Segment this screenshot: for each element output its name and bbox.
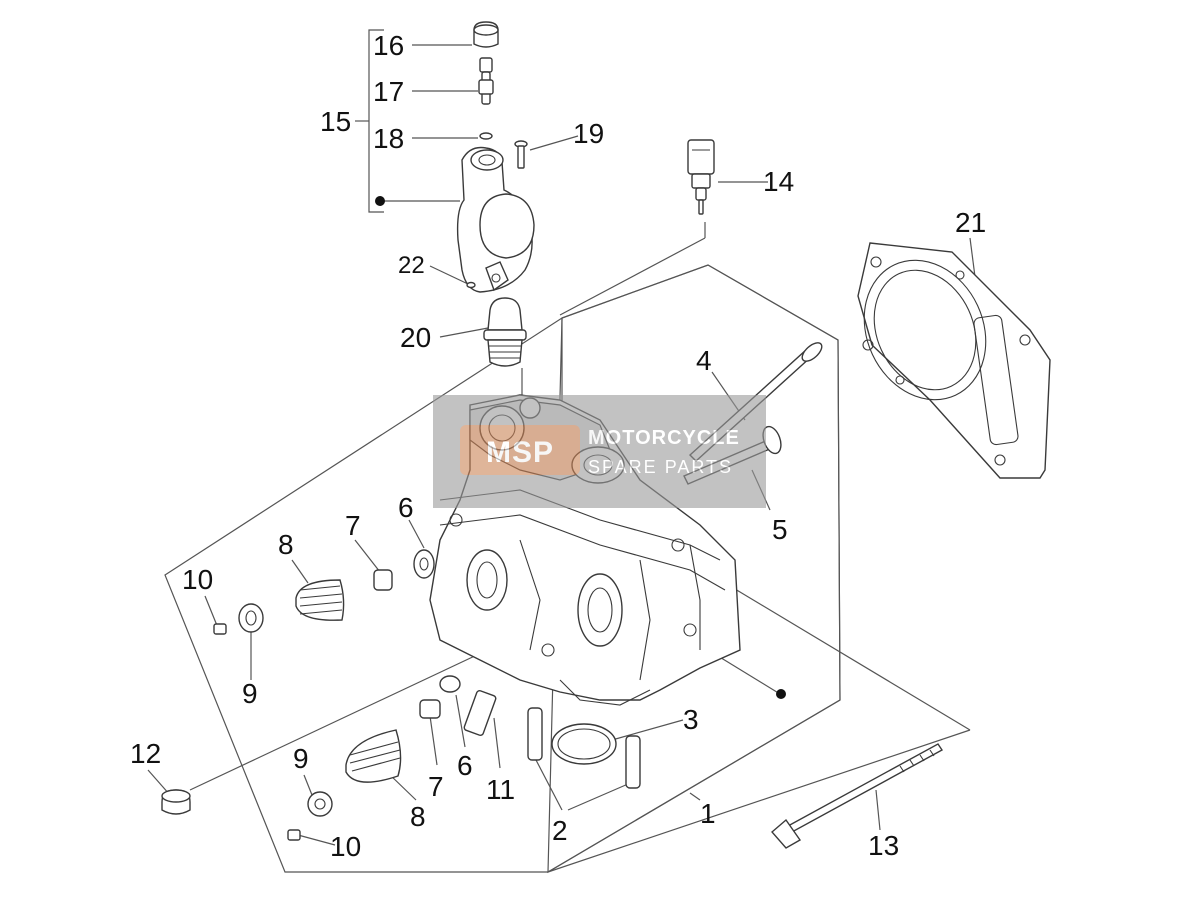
bullet-marker-head	[776, 689, 786, 699]
callout-15: 15	[320, 106, 351, 137]
callout-22: 22	[398, 252, 425, 279]
watermark: MSP MOTORCYCLE SPARE PARTS	[433, 395, 766, 508]
callout-14: 14	[763, 166, 794, 197]
callout-6-lower: 6	[457, 750, 473, 781]
callout-2: 2	[552, 815, 568, 846]
callout-labels: 16 17 15 18 19 14 21 22 20 4 5 6 7 8 10 …	[130, 30, 986, 862]
callout-9-lower: 9	[293, 743, 309, 774]
callout-12: 12	[130, 738, 161, 769]
callout-10-upper: 10	[182, 564, 213, 595]
dowels-oring-plug	[161, 707, 641, 815]
callout-5: 5	[772, 514, 788, 545]
head-bolt	[771, 743, 944, 849]
callout-8-upper: 8	[278, 529, 294, 560]
thermostat-housing	[456, 21, 535, 293]
watermark-subtitle: SPARE PARTS	[588, 457, 733, 477]
callout-11: 11	[486, 774, 515, 805]
callout-7-upper: 7	[345, 510, 361, 541]
callout-1: 1	[700, 798, 716, 829]
callout-16: 16	[373, 30, 404, 61]
lower-valve-spring-set	[287, 675, 497, 841]
thermostat	[483, 297, 527, 367]
callout-7-lower: 7	[428, 771, 444, 802]
callout-18: 18	[373, 123, 404, 154]
cylinder-head-gasket	[857, 242, 1051, 479]
callout-8-lower: 8	[410, 801, 426, 832]
callout-4: 4	[696, 345, 712, 376]
bullet-marker-15	[375, 196, 385, 206]
callout-3: 3	[683, 704, 699, 735]
upper-valve-spring-set	[213, 549, 435, 635]
callout-9-upper: 9	[242, 678, 258, 709]
callout-17: 17	[373, 76, 404, 107]
callout-10-lower: 10	[330, 831, 361, 862]
callout-6-upper: 6	[398, 492, 414, 523]
temperature-sensor	[687, 139, 715, 215]
callout-21: 21	[955, 207, 986, 238]
watermark-logo: MSP	[486, 436, 554, 469]
callout-19: 19	[573, 118, 604, 149]
callout-13: 13	[868, 830, 899, 861]
watermark-title: MOTORCYCLE	[588, 427, 740, 449]
callout-20: 20	[400, 322, 431, 353]
